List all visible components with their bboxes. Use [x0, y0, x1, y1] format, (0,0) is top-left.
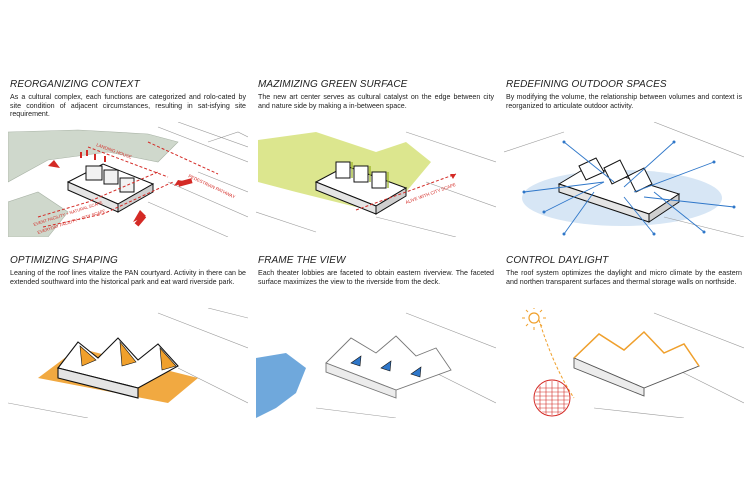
panel-reorganizing-context: REORGANIZING CONTEXT As a cultural compl… — [10, 79, 246, 119]
sun-icon — [522, 308, 546, 330]
panel-title: MAZIMIZING GREEN SURFACE — [258, 79, 408, 90]
panel-control-daylight: CONTROL DAYLIGHT The roof system optimiz… — [506, 255, 742, 286]
panel-title: OPTIMIZING SHAPING — [10, 255, 118, 266]
panel-description: The new art center serves as cultural ca… — [258, 93, 494, 110]
panel-description: Each theater lobbies are faceted to obta… — [258, 269, 494, 286]
thermal-wall-detail-icon — [533, 379, 571, 417]
diagram-optimizing-shaping — [8, 308, 248, 418]
panel-description: As a cultural complex, each functions ar… — [10, 93, 246, 119]
diagram-frame-the-view — [256, 312, 496, 418]
label-alive-with-city-scape: ALIVE WITH CITY SCAPE — [405, 182, 457, 205]
panel-description: By modifying the volume, the relationshi… — [506, 93, 742, 110]
panel-maximizing-green-surface: MAZIMIZING GREEN SURFACE The new art cen… — [258, 79, 494, 110]
diagram-redefining-outdoor-spaces — [504, 122, 744, 237]
panel-description: Leaning of the roof lines vitalize the P… — [10, 269, 246, 286]
panel-optimizing-shaping: OPTIMIZING SHAPING Leaning of the roof l… — [10, 255, 246, 286]
panel-description: The roof system optimizes the daylight a… — [506, 269, 742, 286]
diagram-control-daylight — [522, 308, 744, 418]
panel-title: CONTROL DAYLIGHT — [506, 255, 609, 266]
panel-redefining-outdoor-spaces: REDEFINING OUTDOOR SPACES By modifying t… — [506, 79, 742, 110]
diagram-reorganizing-context: LANDING HOUSE PEDESTRIAN PATHWAY EVENT F… — [8, 122, 248, 237]
panel-title: FRAME THE VIEW — [258, 255, 346, 266]
panel-title: REDEFINING OUTDOOR SPACES — [506, 79, 667, 90]
panel-title: REORGANIZING CONTEXT — [10, 79, 140, 90]
panel-frame-the-view: FRAME THE VIEW Each theater lobbies are … — [258, 255, 494, 286]
diagram-maximizing-green-surface: ALIVE WITH CITY SCAPE — [256, 131, 496, 237]
